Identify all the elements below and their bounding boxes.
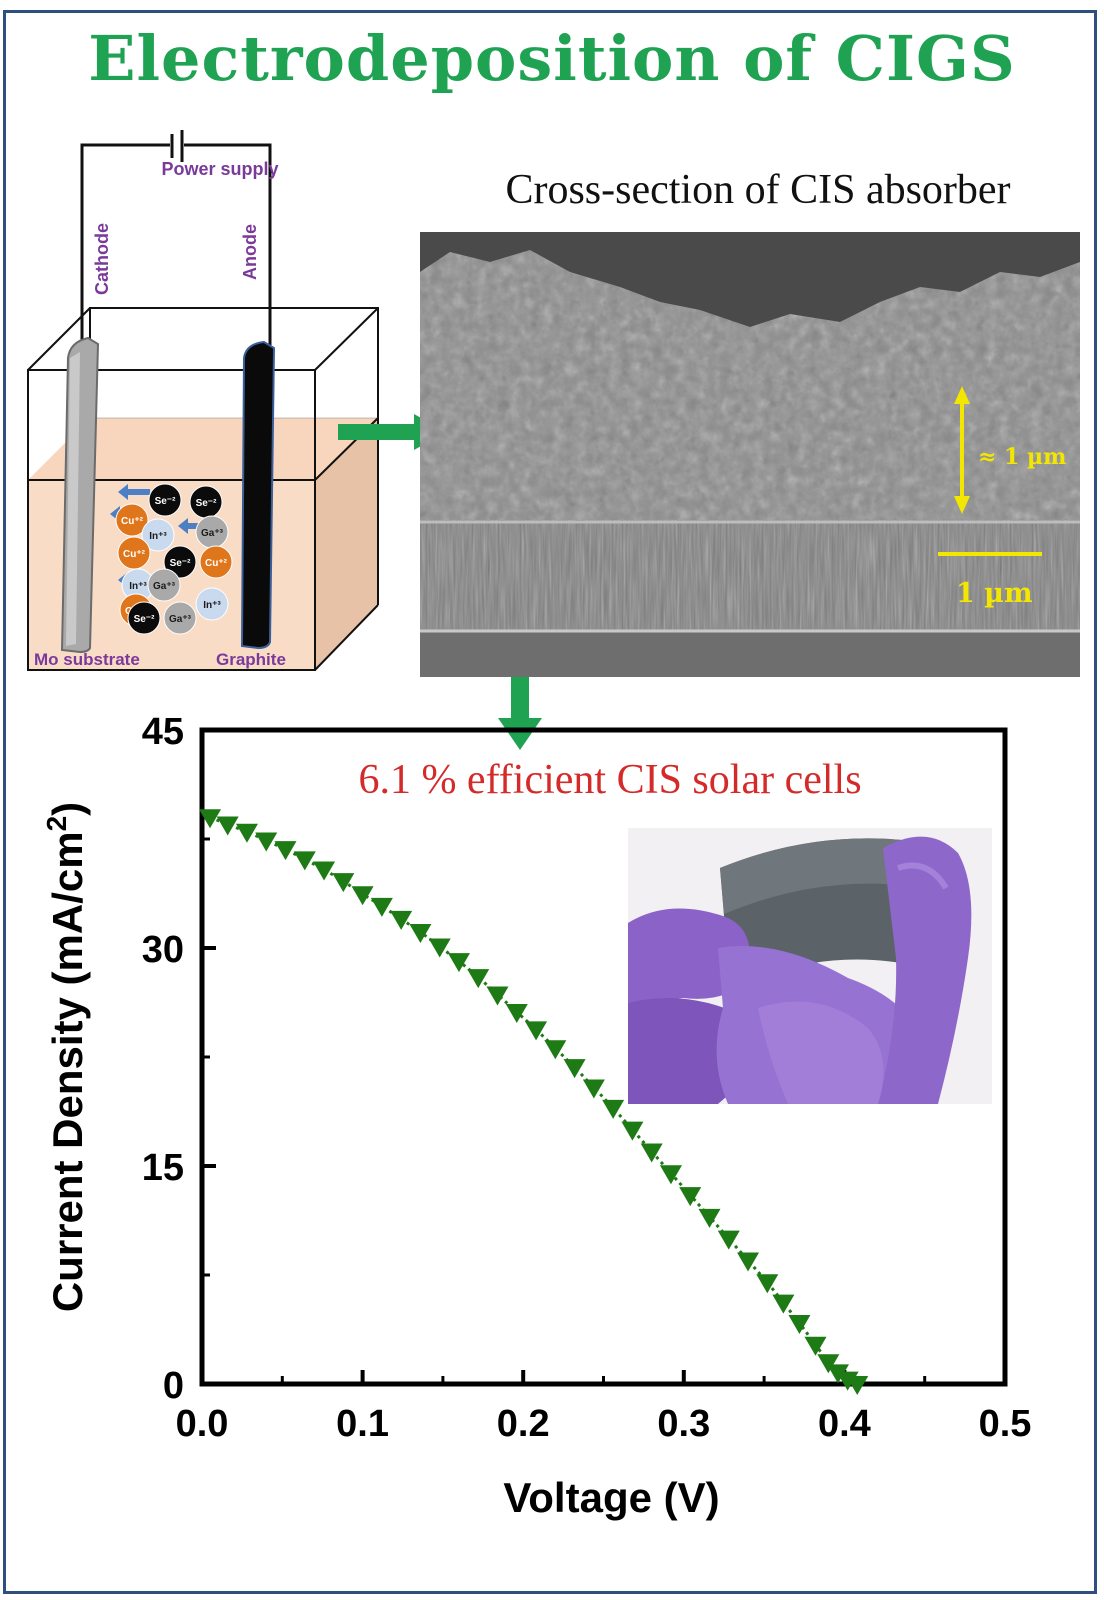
data-point bbox=[351, 886, 374, 906]
data-point bbox=[817, 1354, 840, 1374]
ion-se: Se⁻² bbox=[189, 485, 223, 519]
ion-label: Se⁻² bbox=[196, 498, 218, 509]
ion-label: Cu⁺² bbox=[123, 549, 146, 560]
data-point bbox=[274, 841, 297, 861]
data-point bbox=[216, 816, 239, 836]
data-point bbox=[582, 1079, 605, 1099]
data-point bbox=[255, 832, 278, 852]
data-point bbox=[846, 1376, 869, 1395]
ion-se: Se⁻² bbox=[127, 601, 161, 635]
sem-caption: Cross-section of CIS absorber bbox=[505, 167, 1011, 213]
ion-label: Se⁻² bbox=[170, 558, 192, 569]
y-tick-label: 45 bbox=[142, 711, 184, 753]
x-axis-label: Voltage (V) bbox=[503, 1474, 719, 1521]
data-point bbox=[679, 1187, 702, 1207]
ion-se: Se⁻² bbox=[148, 483, 182, 517]
ion-label: Cu⁺² bbox=[121, 516, 144, 527]
figure-border bbox=[3, 10, 1097, 1594]
ion-label: Ga⁺³ bbox=[201, 528, 224, 539]
ion-label: Ga⁺³ bbox=[153, 581, 176, 592]
data-point bbox=[659, 1165, 682, 1185]
data-point bbox=[370, 897, 393, 917]
x-tick-label: 0.2 bbox=[497, 1403, 550, 1445]
ion-migration-arrow-icon bbox=[118, 484, 150, 500]
sem-scale-bar-label: 1 µm bbox=[956, 578, 1033, 609]
data-point bbox=[737, 1252, 760, 1272]
ion-cu: Cu⁺² bbox=[199, 545, 233, 579]
mo-substrate-label: Mo substrate bbox=[34, 650, 140, 669]
data-point bbox=[486, 986, 509, 1006]
efficiency-label: 6.1 % efficient CIS solar cells bbox=[358, 757, 862, 803]
power-supply-label: Power supply bbox=[161, 159, 278, 179]
ion-ga: Ga⁺³ bbox=[163, 601, 197, 635]
ion-in: In⁺³ bbox=[141, 518, 175, 552]
data-point bbox=[332, 873, 355, 893]
data-point bbox=[447, 953, 470, 973]
ion-ga: Ga⁺³ bbox=[147, 568, 181, 602]
data-point bbox=[409, 924, 432, 944]
data-point bbox=[640, 1143, 663, 1163]
data-point bbox=[293, 851, 316, 871]
data-point bbox=[772, 1294, 795, 1314]
flexible-solar-cell-photo bbox=[628, 828, 992, 1104]
data-point bbox=[505, 1003, 528, 1023]
data-point bbox=[199, 809, 222, 829]
data-point bbox=[428, 938, 451, 958]
x-tick-label: 0.5 bbox=[979, 1403, 1032, 1445]
figure-title: Electrodeposition of CIGS bbox=[88, 22, 1016, 95]
anode-label: Anode bbox=[240, 224, 260, 280]
ion-label: In⁺³ bbox=[129, 581, 147, 592]
sem-thickness-label: ≈ 1 µm bbox=[978, 444, 1067, 470]
chart-series bbox=[199, 809, 869, 1395]
ion-se: Se⁻² bbox=[163, 545, 197, 579]
ion-label: Se⁻² bbox=[134, 614, 156, 625]
x-tick-label: 0.1 bbox=[336, 1403, 389, 1445]
data-point bbox=[390, 910, 413, 930]
data-point bbox=[602, 1099, 625, 1119]
data-point bbox=[621, 1121, 644, 1141]
cathode-label: Cathode bbox=[92, 223, 112, 295]
data-point bbox=[756, 1274, 779, 1294]
ion-label: Se⁻² bbox=[155, 496, 177, 507]
x-tick-label: 0.3 bbox=[657, 1403, 710, 1445]
chart-axes bbox=[199, 727, 1008, 1387]
ion-label: In⁺³ bbox=[203, 600, 221, 611]
ion-cu: Cu⁺² bbox=[117, 536, 151, 570]
data-point bbox=[467, 969, 490, 989]
y-axis-label: Current Density (mA/cm2) bbox=[41, 802, 91, 1312]
ion-cu: Cu⁺² bbox=[115, 503, 149, 537]
ion-label: Ga⁺³ bbox=[169, 614, 192, 625]
ion-label: In⁺³ bbox=[149, 531, 167, 542]
data-point bbox=[788, 1314, 811, 1334]
data-point bbox=[563, 1059, 586, 1079]
data-point bbox=[804, 1336, 827, 1356]
ion-label: Cu⁺² bbox=[205, 558, 228, 569]
data-point bbox=[525, 1021, 548, 1041]
data-point bbox=[544, 1040, 567, 1060]
y-tick-label: 15 bbox=[142, 1147, 184, 1189]
x-tick-label: 0.4 bbox=[818, 1403, 871, 1445]
y-tick-label: 0 bbox=[163, 1365, 184, 1407]
data-point bbox=[717, 1230, 740, 1250]
ion-ga: Ga⁺³ bbox=[195, 515, 229, 549]
ion-in: In⁺³ bbox=[195, 587, 229, 621]
data-point bbox=[313, 861, 336, 881]
y-tick-label: 30 bbox=[142, 929, 184, 971]
graphite-label: Graphite bbox=[216, 650, 286, 669]
data-point bbox=[235, 823, 258, 843]
data-point bbox=[698, 1208, 721, 1228]
x-tick-label: 0.0 bbox=[176, 1403, 229, 1445]
sem-cross-section-image bbox=[420, 232, 1080, 677]
